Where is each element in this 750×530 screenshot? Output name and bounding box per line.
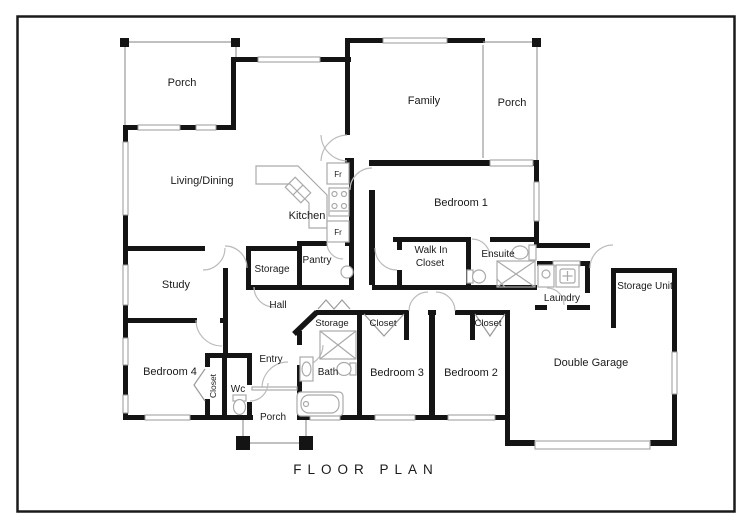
room-label-ensuite: Ensuite — [481, 249, 515, 260]
room-label-double-garage: Double Garage — [554, 357, 629, 369]
fridge-box-bottom — [326, 220, 350, 243]
room-label-porch-top-left: Porch — [168, 77, 197, 89]
porch-pillar — [236, 436, 250, 450]
windows-layer — [122, 37, 678, 421]
room-label-storage-unit: Storage Unit — [617, 281, 673, 292]
label-fridge-top: Fr — [334, 170, 342, 179]
wc-toilet — [232, 394, 247, 416]
porch-pillar — [231, 38, 240, 47]
sheet-border — [16, 15, 736, 513]
bifold-closet-bedroom3 — [363, 313, 405, 337]
porch-pillar — [120, 38, 129, 47]
ensuite-shower — [496, 260, 536, 288]
label-fridge-bottom: Fr — [334, 228, 342, 237]
fridge-box-top — [326, 162, 350, 185]
garage-door — [534, 440, 651, 450]
room-label-bedroom1: Bedroom 1 — [434, 197, 488, 209]
room-label-closet-bedroom4: Closet — [208, 373, 218, 398]
room-label-closet-bedroom3: Closet — [370, 318, 397, 329]
bathtub — [296, 391, 344, 417]
entry-threshold — [251, 386, 298, 391]
room-label-family: Family — [408, 95, 441, 107]
washing-machine — [555, 264, 580, 288]
labels-layer: Porch Family Porch Living/Dining Kitchen… — [143, 77, 673, 477]
room-label-entry: Entry — [259, 354, 282, 365]
kitchen-counter — [255, 165, 328, 229]
ensuite-sink — [466, 269, 487, 284]
room-label-kitchen: Kitchen — [289, 210, 326, 222]
room-label-closet-bedroom2: Closet — [475, 318, 502, 329]
room-label-hall: Hall — [269, 300, 286, 311]
room-label-study: Study — [162, 279, 191, 291]
ensuite-toilet — [511, 244, 537, 261]
double-door-leaf — [320, 134, 348, 162]
room-label-bath: Bath — [318, 367, 339, 378]
room-label-bedroom2: Bedroom 2 — [444, 367, 498, 379]
porch-pillar — [299, 436, 313, 450]
room-label-wc: Wc — [231, 384, 245, 395]
room-label-storage-hall-closet: Storage — [315, 318, 348, 329]
room-label-porch-front: Porch — [260, 412, 286, 423]
double-door-leaf — [320, 134, 348, 162]
room-label-living-dining: Living/Dining — [171, 175, 234, 187]
bifold-hall-storage — [317, 299, 351, 310]
bath-shower — [319, 330, 357, 360]
stove — [328, 187, 350, 217]
room-label-walk-in-closet-2: Closet — [416, 258, 445, 269]
fixtures-layer — [232, 162, 580, 417]
page-title: FLOOR PLAN — [293, 462, 439, 477]
laundry-tub — [537, 264, 555, 288]
bath-toilet — [336, 361, 357, 377]
room-label-storage-room: Storage — [254, 264, 289, 275]
room-label-laundry: Laundry — [544, 293, 580, 304]
hall-basin — [340, 265, 354, 279]
porch-outlines — [120, 38, 651, 450]
bifold-closet-bedroom4 — [193, 368, 206, 402]
room-label-bedroom3: Bedroom 3 — [370, 367, 424, 379]
room-label-pantry: Pantry — [303, 255, 332, 266]
room-label-walk-in-closet-1: Walk In — [415, 245, 448, 256]
porch-pillar — [532, 38, 541, 47]
room-label-porch-top-right: Porch — [498, 97, 527, 109]
bifold-closet-bedroom2 — [474, 313, 506, 338]
walls-layer — [123, 38, 677, 446]
bath-sink — [299, 356, 314, 382]
room-label-bedroom4: Bedroom 4 — [143, 366, 197, 378]
